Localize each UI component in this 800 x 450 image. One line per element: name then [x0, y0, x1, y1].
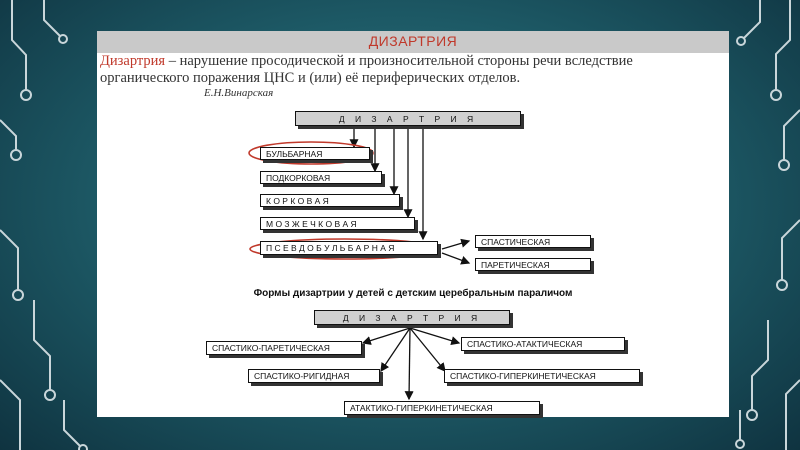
form-spastic-rigid-box: СПАСТИКО-РИГИДНАЯ [248, 369, 380, 383]
definition-body: – нарушение просодической и произносител… [100, 53, 633, 86]
slide-content: ДИЗАРТРИЯ Дизартрия – нарушение просодич… [97, 31, 729, 417]
form-spastic-atactic-box: СПАСТИКО-АТАКТИЧЕСКАЯ [461, 337, 625, 351]
form-pseudobulbar-box: П С Е В Д О Б У Л Ь Б А Р Н А Я [260, 241, 438, 255]
form-spastic-hyperkinetic-box: СПАСТИКО-ГИПЕРКИНЕТИЧЕСКАЯ [444, 369, 640, 383]
highlight-pseudobulbar [249, 238, 441, 260]
form-cerebellar-box: М О З Ж Е Ч К О В А Я [260, 217, 415, 230]
form-bulbar-box: БУЛЬБАРНАЯ [260, 147, 370, 160]
cp-diagram-title: Формы дизартрии у детей с детским церебр… [253, 288, 573, 299]
diagram1-root-box: Д И З А Р Т Р И Я [295, 111, 521, 126]
slide-title: ДИЗАРТРИЯ [368, 33, 458, 49]
form-cortical-box: К О Р К О В А Я [260, 194, 400, 207]
subform-paretic-box: ПАРЕТИЧЕСКАЯ [475, 258, 591, 271]
form-atactic-hyperkinetic-box: АТАКТИКО-ГИПЕРКИНЕТИЧЕСКАЯ [344, 401, 540, 415]
diagram2-root-box: Д И З А Р Т Р И Я [314, 310, 510, 325]
definition-text: Дизартрия – нарушение просодической и пр… [100, 53, 725, 87]
author-citation: Е.Н.Винарская [204, 87, 274, 99]
header-bar: ДИЗАРТРИЯ [97, 31, 729, 53]
form-subcortical-box: ПОДКОРКОВАЯ [260, 171, 382, 184]
form-spastic-paretic-box: СПАСТИКО-ПАРЕТИЧЕСКАЯ [206, 341, 362, 355]
connector-lines [248, 127, 471, 401]
subform-spastic-box: СПАСТИЧЕСКАЯ [475, 235, 591, 248]
highlight-bulbar [248, 141, 374, 165]
definition-term: Дизартрия [100, 53, 166, 69]
